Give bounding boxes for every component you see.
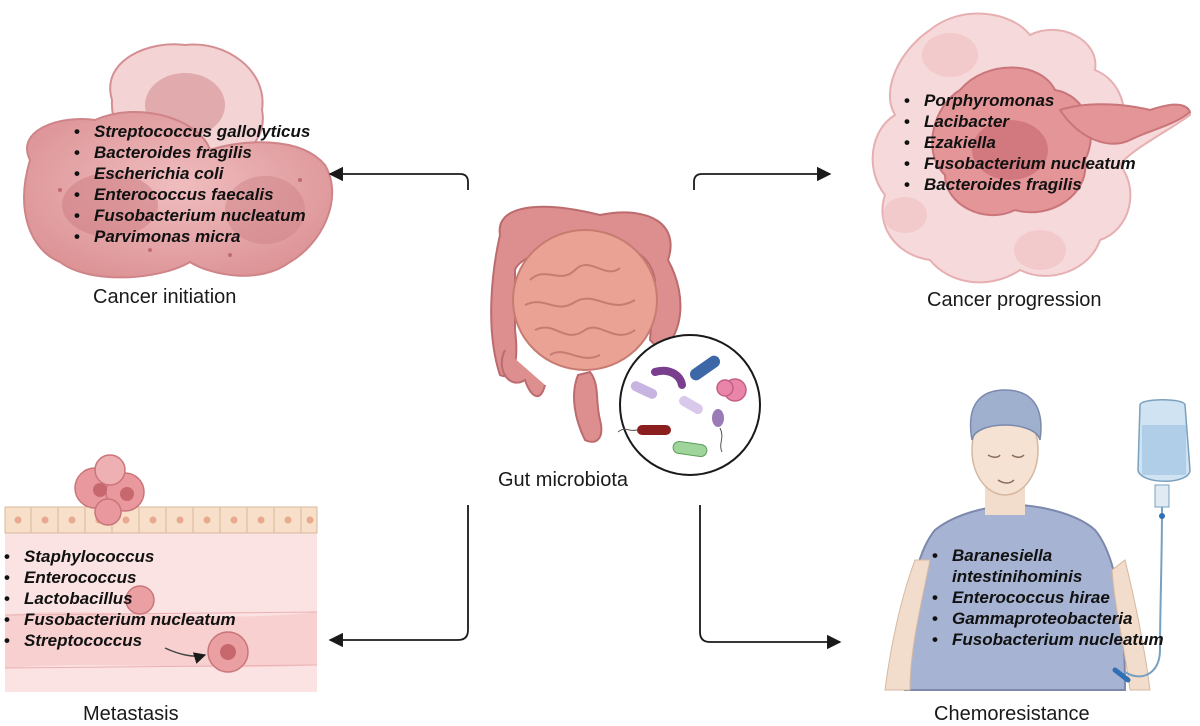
list-item: Enterococcus faecalis: [72, 184, 310, 205]
list-item: Fusobacterium nucleatum: [902, 153, 1136, 174]
list-item: Fusobacterium nucleatum: [2, 609, 236, 630]
bacterium-rod-green: [672, 440, 708, 458]
tumor-cell-cluster: [74, 454, 145, 526]
bacterium-flagellated: [712, 409, 724, 427]
list-item: Enterococcus: [2, 567, 236, 588]
list-item: Lactobacillus: [2, 588, 236, 609]
list-item: Gammaproteobacteria: [930, 608, 1164, 629]
chemoresistance-caption: Chemoresistance: [934, 703, 1090, 725]
epithelial-cell-row: [4, 506, 318, 534]
list-item: Streptococcus gallolyticus: [72, 121, 310, 142]
list-item: Porphyromonas: [902, 90, 1136, 111]
center-caption: Gut microbiota: [498, 469, 629, 491]
list-item: Fusobacterium nucleatum: [72, 205, 310, 226]
progression-bacteria-list: Porphyromonas Lacibacter Ezakiella Fusob…: [902, 90, 1136, 195]
list-item: Staphylococcus: [2, 546, 236, 567]
chemoresistance-bacteria-list: Baranesiella intestinihominis Enterococc…: [930, 545, 1164, 650]
arrow-to-progression: [693, 166, 832, 190]
gut-illustration: [490, 205, 682, 443]
bacterium-rod-lavender: [630, 381, 658, 399]
bacterium-rod-blue: [689, 355, 721, 381]
arrow-to-chemoresistance: [699, 505, 842, 650]
arrow-to-initiation: [328, 166, 469, 190]
list-item: Lacibacter: [902, 111, 1136, 132]
list-item: Bacteroides fragilis: [72, 142, 310, 163]
initiation-bacteria-list: Streptococcus gallolyticus Bacteroides f…: [72, 121, 310, 247]
progression-caption: Cancer progression: [927, 289, 1102, 311]
bacterium-rod-red: [637, 425, 671, 435]
list-item: Enterococcus hirae: [930, 587, 1164, 608]
list-item-continuation: intestinihominis: [952, 567, 1083, 586]
list-item: Parvimonas micra: [72, 226, 310, 247]
list-item: Baranesiella: [930, 545, 1164, 566]
iv-bag-illustration: [1112, 399, 1191, 683]
bacterium-curved-purple: [651, 366, 686, 389]
list-item: Escherichia coli: [72, 163, 310, 184]
list-item: Ezakiella: [902, 132, 1136, 153]
arrow-to-metastasis: [328, 505, 469, 648]
list-item: Bacteroides fragilis: [902, 174, 1136, 195]
initiation-caption: Cancer initiation: [93, 286, 237, 308]
metastasis-bacteria-list: Staphylococcus Enterococcus Lactobacillu…: [2, 546, 236, 651]
list-item: Fusobacterium nucleatum: [930, 629, 1164, 650]
patient-head-cap: [969, 389, 1042, 441]
bacterium-rod-lilac: [679, 396, 703, 414]
microbiota-circle: [617, 334, 761, 476]
metastasis-caption: Metastasis: [83, 703, 179, 725]
list-item: Streptococcus: [2, 630, 236, 651]
